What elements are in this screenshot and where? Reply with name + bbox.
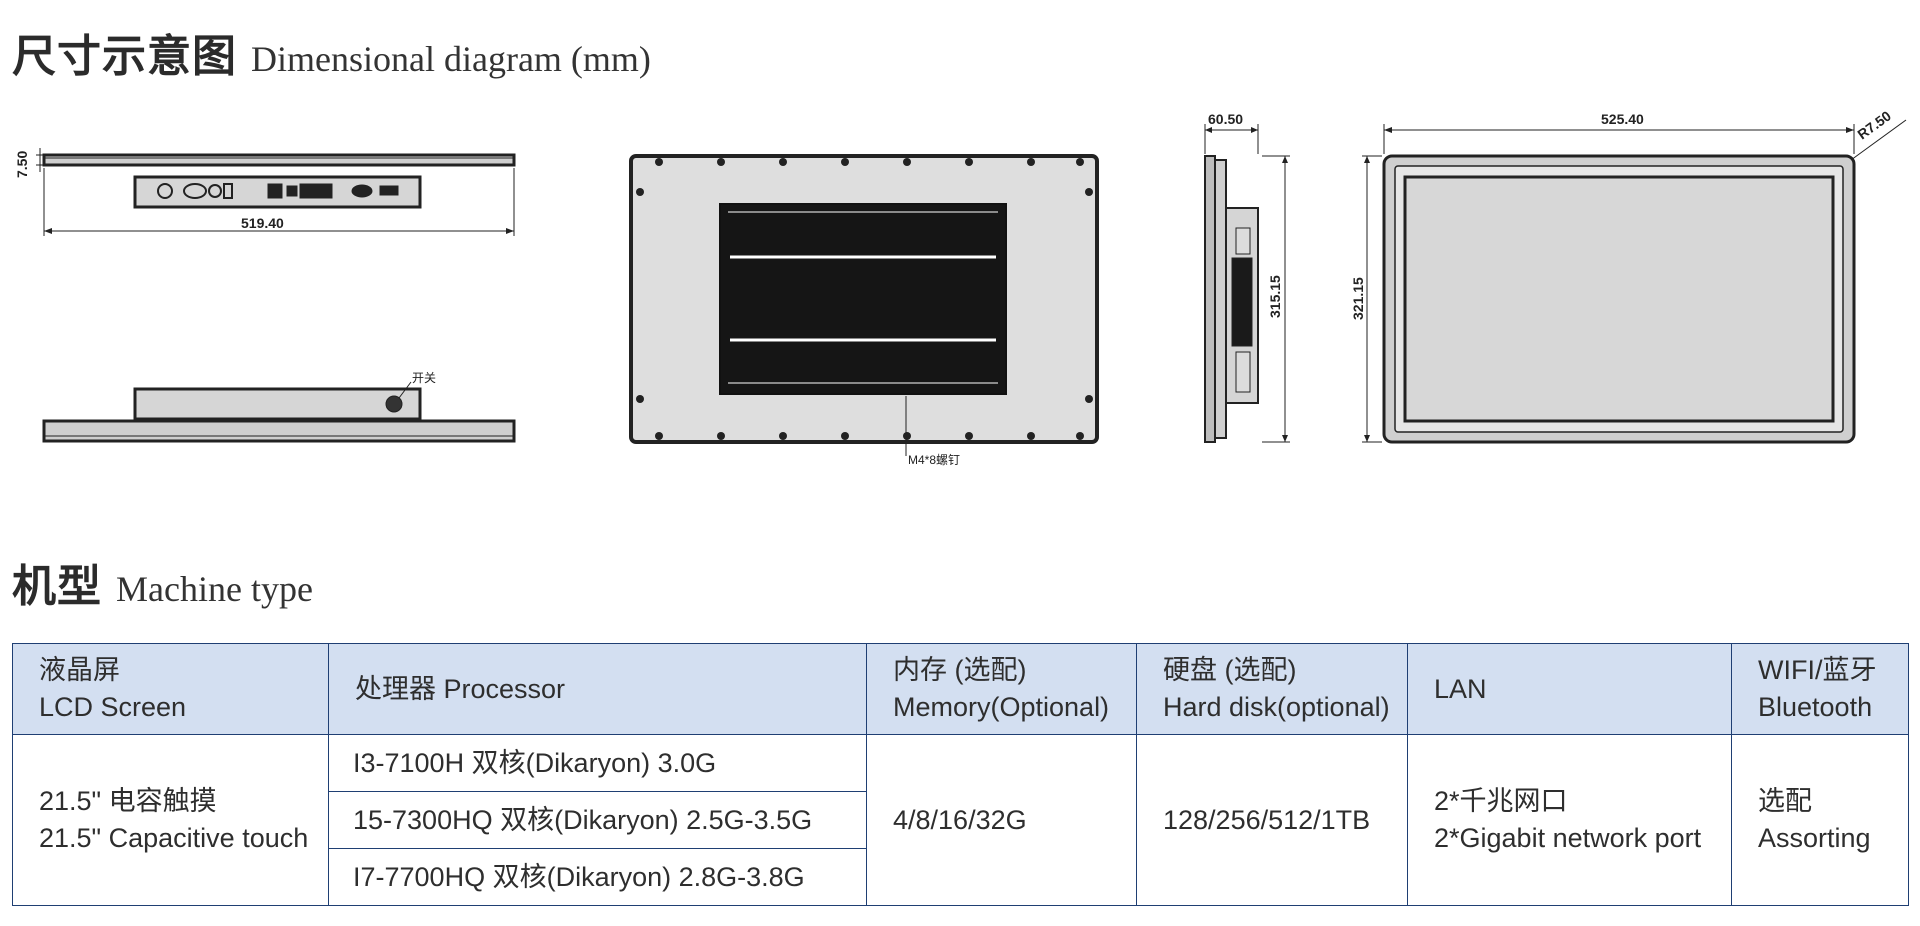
dimensional-title-en: Dimensional diagram (mm) [251,39,651,79]
front-view [1362,119,1907,444]
side-depth-label: 60.50 [1208,111,1243,127]
cell-processor-2: 15-7300HQ 双核(Dikaryon) 2.5G-3.5G [328,791,867,849]
cell-memory: 4/8/16/32G [866,734,1137,906]
side-height-label: 315.15 [1267,275,1283,318]
header-hard-disk: 硬盘 (选配)Hard disk(optional) [1136,643,1408,735]
switch-label: 开关 [412,371,436,385]
dimensional-diagram-heading: 尺寸示意图 Dimensional diagram (mm) [12,20,651,84]
table-row: I7-7700HQ 双核(Dikaryon) 2.8G-3.8G [13,848,1909,906]
machine-title-zh: 机型 [12,561,102,612]
top-view [36,148,516,236]
corner-radius-label: R7.50 [1854,107,1894,142]
table-row: 15-7300HQ 双核(Dikaryon) 2.5G-3.5G [13,791,1909,849]
header-processor: 处理器 Processor [328,643,867,735]
front-width-label: 525.40 [1601,111,1644,127]
machine-title-en: Machine type [116,569,313,609]
header-memory: 内存 (选配)Memory(Optional) [866,643,1137,735]
bottom-view [42,381,516,443]
back-view [629,154,1099,456]
dimensional-drawings: 519.40 7.50 开关 M4*8螺钉 [14,107,1907,467]
screw-label: M4*8螺钉 [908,453,960,467]
header-lan: LAN [1407,643,1732,735]
machine-type-heading: 机型 Machine type [12,550,313,614]
front-height-label: 321.15 [1350,277,1366,320]
top-thickness-label: 7.50 [14,151,30,178]
cell-processor-1: I3-7100H 双核(Dikaryon) 3.0G [328,734,867,792]
cell-hard-disk: 128/256/512/1TB [1136,734,1408,906]
io-ports [157,183,399,199]
side-view [1204,124,1290,443]
dimensional-title-zh: 尺寸示意图 [12,31,237,82]
cell-processor-3: I7-7700HQ 双核(Dikaryon) 2.8G-3.8G [328,848,867,906]
top-width-label: 519.40 [241,215,284,231]
